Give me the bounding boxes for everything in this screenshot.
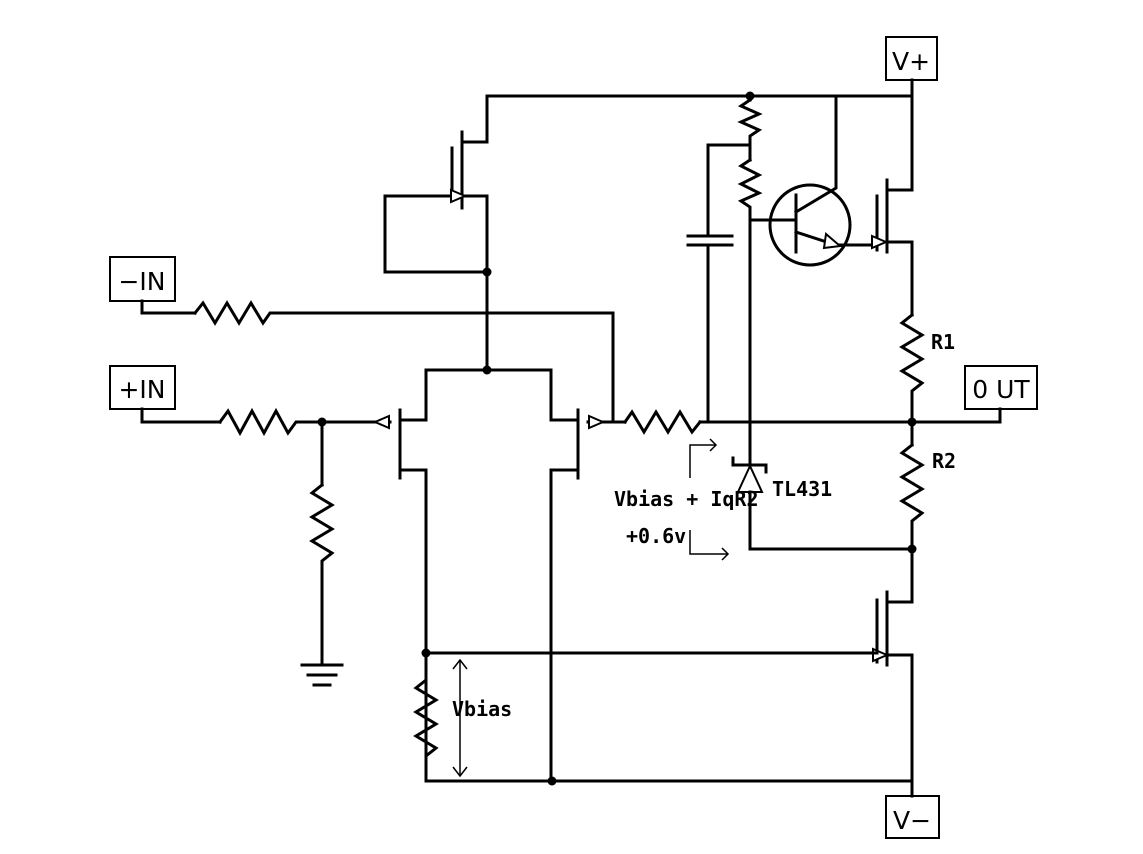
vbias-eq-bracket (689, 438, 730, 561)
wire-q1-drain (460, 94, 489, 144)
transistor-icon (320, 368, 428, 783)
r2-label: R2 (932, 449, 956, 473)
transistor-icon (748, 94, 872, 267)
wire-plus-in (140, 407, 222, 424)
terminal-out-label: 0 UT (972, 375, 1030, 404)
terminal-plus-in: +IN (109, 365, 176, 410)
zigzag-resistor-icon (899, 312, 925, 424)
transistor-icon (871, 94, 914, 317)
terminal-out: 0 UT (964, 365, 1038, 410)
zigzag-resistor-icon (737, 157, 763, 424)
tl431-label: TL431 (772, 477, 832, 501)
transistor-icon (383, 130, 489, 372)
wire-top-rail (485, 78, 914, 98)
transistor-icon (872, 547, 914, 798)
zigzag-resistor-icon (737, 97, 763, 162)
zigzag-resistor-icon (622, 409, 703, 435)
vbias-eq-label-1: Vbias + IqR2 (614, 487, 759, 511)
vbias-dimension-arrow (452, 658, 468, 778)
zigzag-resistor-icon (899, 442, 925, 551)
terminal-plus-in-label: +IN (118, 375, 165, 404)
zigzag-resistor-icon (413, 651, 439, 783)
terminal-minus-in-label: −IN (118, 267, 165, 296)
transistor-icon (549, 368, 606, 783)
zigzag-resistor-icon (192, 300, 615, 424)
vbias-label: Vbias (452, 697, 512, 721)
vbias-eq-label-2: +0.6v (626, 524, 686, 548)
wire-cap-top (706, 143, 752, 238)
capacitor-icon (686, 234, 734, 247)
wire-minus-in (140, 299, 197, 315)
wire-output-node (698, 407, 1002, 424)
terminal-vplus-label: V+ (892, 47, 930, 76)
zigzag-resistor-icon (217, 407, 324, 437)
ground-icon (300, 663, 344, 687)
terminal-minus-in: −IN (109, 256, 176, 302)
terminal-vplus: V+ (885, 36, 938, 81)
zener-diode-icon (731, 420, 914, 551)
r1-label: R1 (931, 330, 955, 354)
terminal-vminus-label: V− (893, 806, 931, 835)
zigzag-resistor-icon (309, 482, 335, 667)
terminal-vminus: V− (885, 795, 940, 839)
